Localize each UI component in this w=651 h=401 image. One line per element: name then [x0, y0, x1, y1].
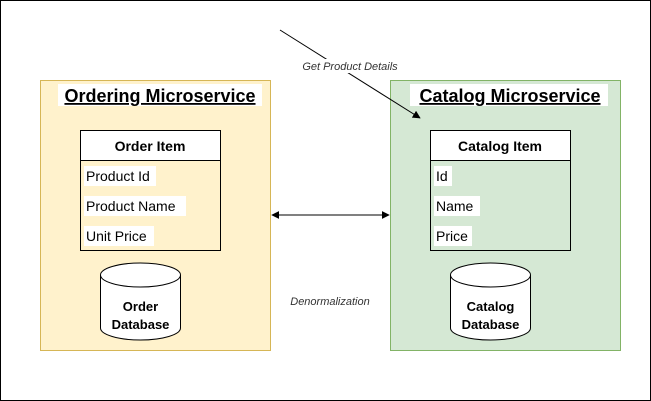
catalog-field-bg-1: [434, 166, 452, 186]
catalog-database-body: [450, 275, 531, 341]
catalog-field-name: Name: [436, 198, 474, 214]
ordering-title: Ordering Microservice: [64, 86, 255, 106]
get-product-details-label-bg: [296, 59, 404, 73]
catalog-database-label-line1: Catalog: [467, 299, 515, 314]
catalog-title: Catalog Microservice: [419, 86, 600, 106]
catalog-database-top: [450, 262, 531, 288]
order-item-entity[interactable]: Order Item Product Id Product Name Unit …: [80, 130, 221, 251]
get-product-details-label: Get Product Details: [302, 61, 398, 73]
catalog-microservice[interactable]: Catalog Microservice Catalog Item Id Nam…: [390, 80, 621, 351]
order-field-bg-2: [84, 196, 186, 216]
catalog-title-bg: [410, 84, 608, 106]
catalog-field-bg-2: [434, 196, 480, 216]
ordering-microservice[interactable]: Ordering Microservice Order Item Product…: [40, 80, 271, 351]
order-database-label-line1: Order: [123, 299, 158, 314]
denormalization-label: Denormalization: [290, 296, 369, 308]
catalog-database[interactable]: Catalog Database: [450, 262, 531, 341]
catalog-field-id: Id: [436, 168, 448, 184]
get-product-details-edge[interactable]: Get Product Details: [279, 29, 421, 119]
get-product-details-arrow: [279, 29, 421, 119]
catalog-field-price: Price: [436, 228, 468, 244]
catalog-item-header: Catalog Item: [458, 138, 542, 154]
order-database-body: [100, 275, 181, 341]
order-database-top: [100, 262, 181, 288]
order-field-bg-1: [84, 166, 156, 186]
order-item-header-bg: [80, 130, 221, 161]
catalog-item-entity[interactable]: Catalog Item Id Name Price: [430, 130, 571, 251]
order-database[interactable]: Order Database: [100, 262, 181, 341]
order-field-product-name: Product Name: [86, 198, 176, 214]
order-field-unit-price: Unit Price: [86, 228, 147, 244]
order-field-product-id: Product Id: [86, 168, 150, 184]
order-item-header: Order Item: [115, 138, 186, 154]
order-database-label-line2: Database: [112, 317, 170, 332]
catalog-database-label-line2: Database: [462, 317, 520, 332]
catalog-field-bg-3: [434, 226, 472, 246]
ordering-title-bg: [58, 84, 262, 106]
denormalization-edge[interactable]: Denormalization: [271, 211, 390, 308]
order-field-bg-3: [84, 226, 154, 246]
catalog-item-header-bg: [430, 130, 571, 161]
